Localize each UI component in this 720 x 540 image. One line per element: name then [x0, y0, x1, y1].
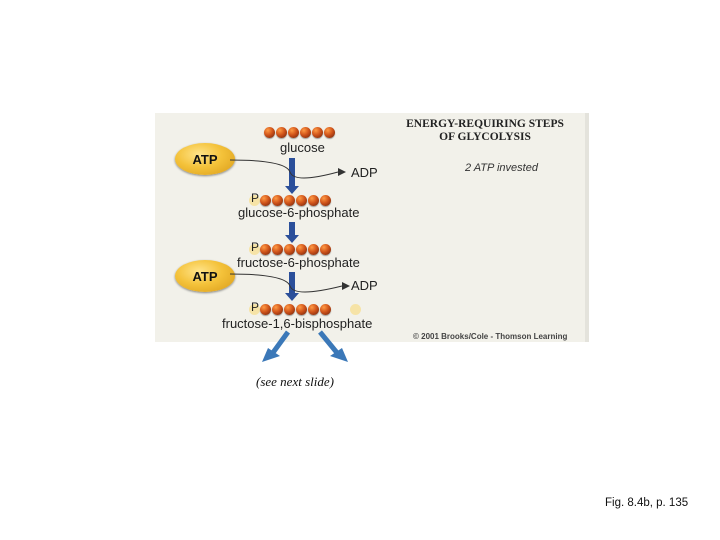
glucose-chain [264, 127, 335, 138]
f6p-label: fructose-6-phosphate [237, 255, 360, 270]
atp-label: ATP [192, 268, 218, 284]
carbon-bead [260, 304, 271, 315]
phosphate-label: P [251, 191, 260, 205]
arrow-head [285, 186, 299, 194]
carbon-bead [308, 195, 319, 206]
carbon-bead [320, 244, 331, 255]
atp-invested-label: 2 ATP invested [465, 162, 538, 174]
carbon-bead [260, 244, 271, 255]
carbon-bead [308, 304, 319, 315]
phosphate-dot [350, 304, 361, 315]
atp-transfer-arrow [229, 273, 350, 293]
carbon-bead [296, 195, 307, 206]
carbon-bead [312, 127, 323, 138]
carbon-bead [276, 127, 287, 138]
carbon-bead [300, 127, 311, 138]
heading-line-1: ENERGY-REQUIRING STEPS [406, 118, 564, 130]
arrow-head [285, 293, 299, 301]
carbon-bead [296, 244, 307, 255]
f16bp-label: fructose-1,6-bisphosphate [222, 316, 373, 331]
adp-label-1: ADP [351, 165, 378, 180]
carbon-bead [308, 244, 319, 255]
figure-caption: Fig. 8.4b, p. 135 [605, 497, 689, 509]
see-next-slide: (see next slide) [256, 374, 334, 389]
atp-ellipse-2: ATP [175, 260, 235, 292]
arrow-shaft [289, 272, 295, 294]
atp-ellipse-1: ATP [175, 143, 235, 175]
heading-line-2: OF GLYCOLYSIS [439, 131, 531, 143]
adp-label-2: ADP [351, 278, 378, 293]
g6p-chain [260, 195, 331, 206]
carbon-bead [320, 304, 331, 315]
phosphate-dot [249, 195, 260, 206]
carbon-bead [288, 127, 299, 138]
arrow-shaft [289, 222, 295, 236]
phosphate-dot [249, 304, 260, 315]
atp-transfer-arrow [229, 159, 346, 179]
figure-heading: ENERGY-REQUIRING STEPS OF GLYCOLYSIS [395, 118, 575, 144]
atp-label: ATP [192, 151, 218, 167]
carbon-bead [284, 304, 295, 315]
f6p-chain [260, 244, 331, 255]
carbon-bead [320, 195, 331, 206]
glucose-label: glucose [280, 140, 325, 155]
carbon-bead [272, 244, 283, 255]
carbon-bead [296, 304, 307, 315]
diverging-arrows [262, 330, 348, 362]
carbon-bead [284, 244, 295, 255]
arrow-head [285, 235, 299, 243]
f16bp-chain [260, 304, 331, 315]
arrow-shaft [289, 158, 295, 186]
carbon-bead [260, 195, 271, 206]
carbon-bead [272, 304, 283, 315]
phosphate-label: P [251, 240, 260, 254]
phosphate-dot [249, 244, 260, 255]
copyright-notice: © 2001 Brooks/Cole - Thomson Learning [413, 332, 568, 341]
g6p-label: glucose-6-phosphate [238, 205, 360, 220]
carbon-bead [264, 127, 275, 138]
phosphate-label: P [251, 300, 260, 314]
carbon-bead [272, 195, 283, 206]
carbon-bead [284, 195, 295, 206]
carbon-bead [324, 127, 335, 138]
